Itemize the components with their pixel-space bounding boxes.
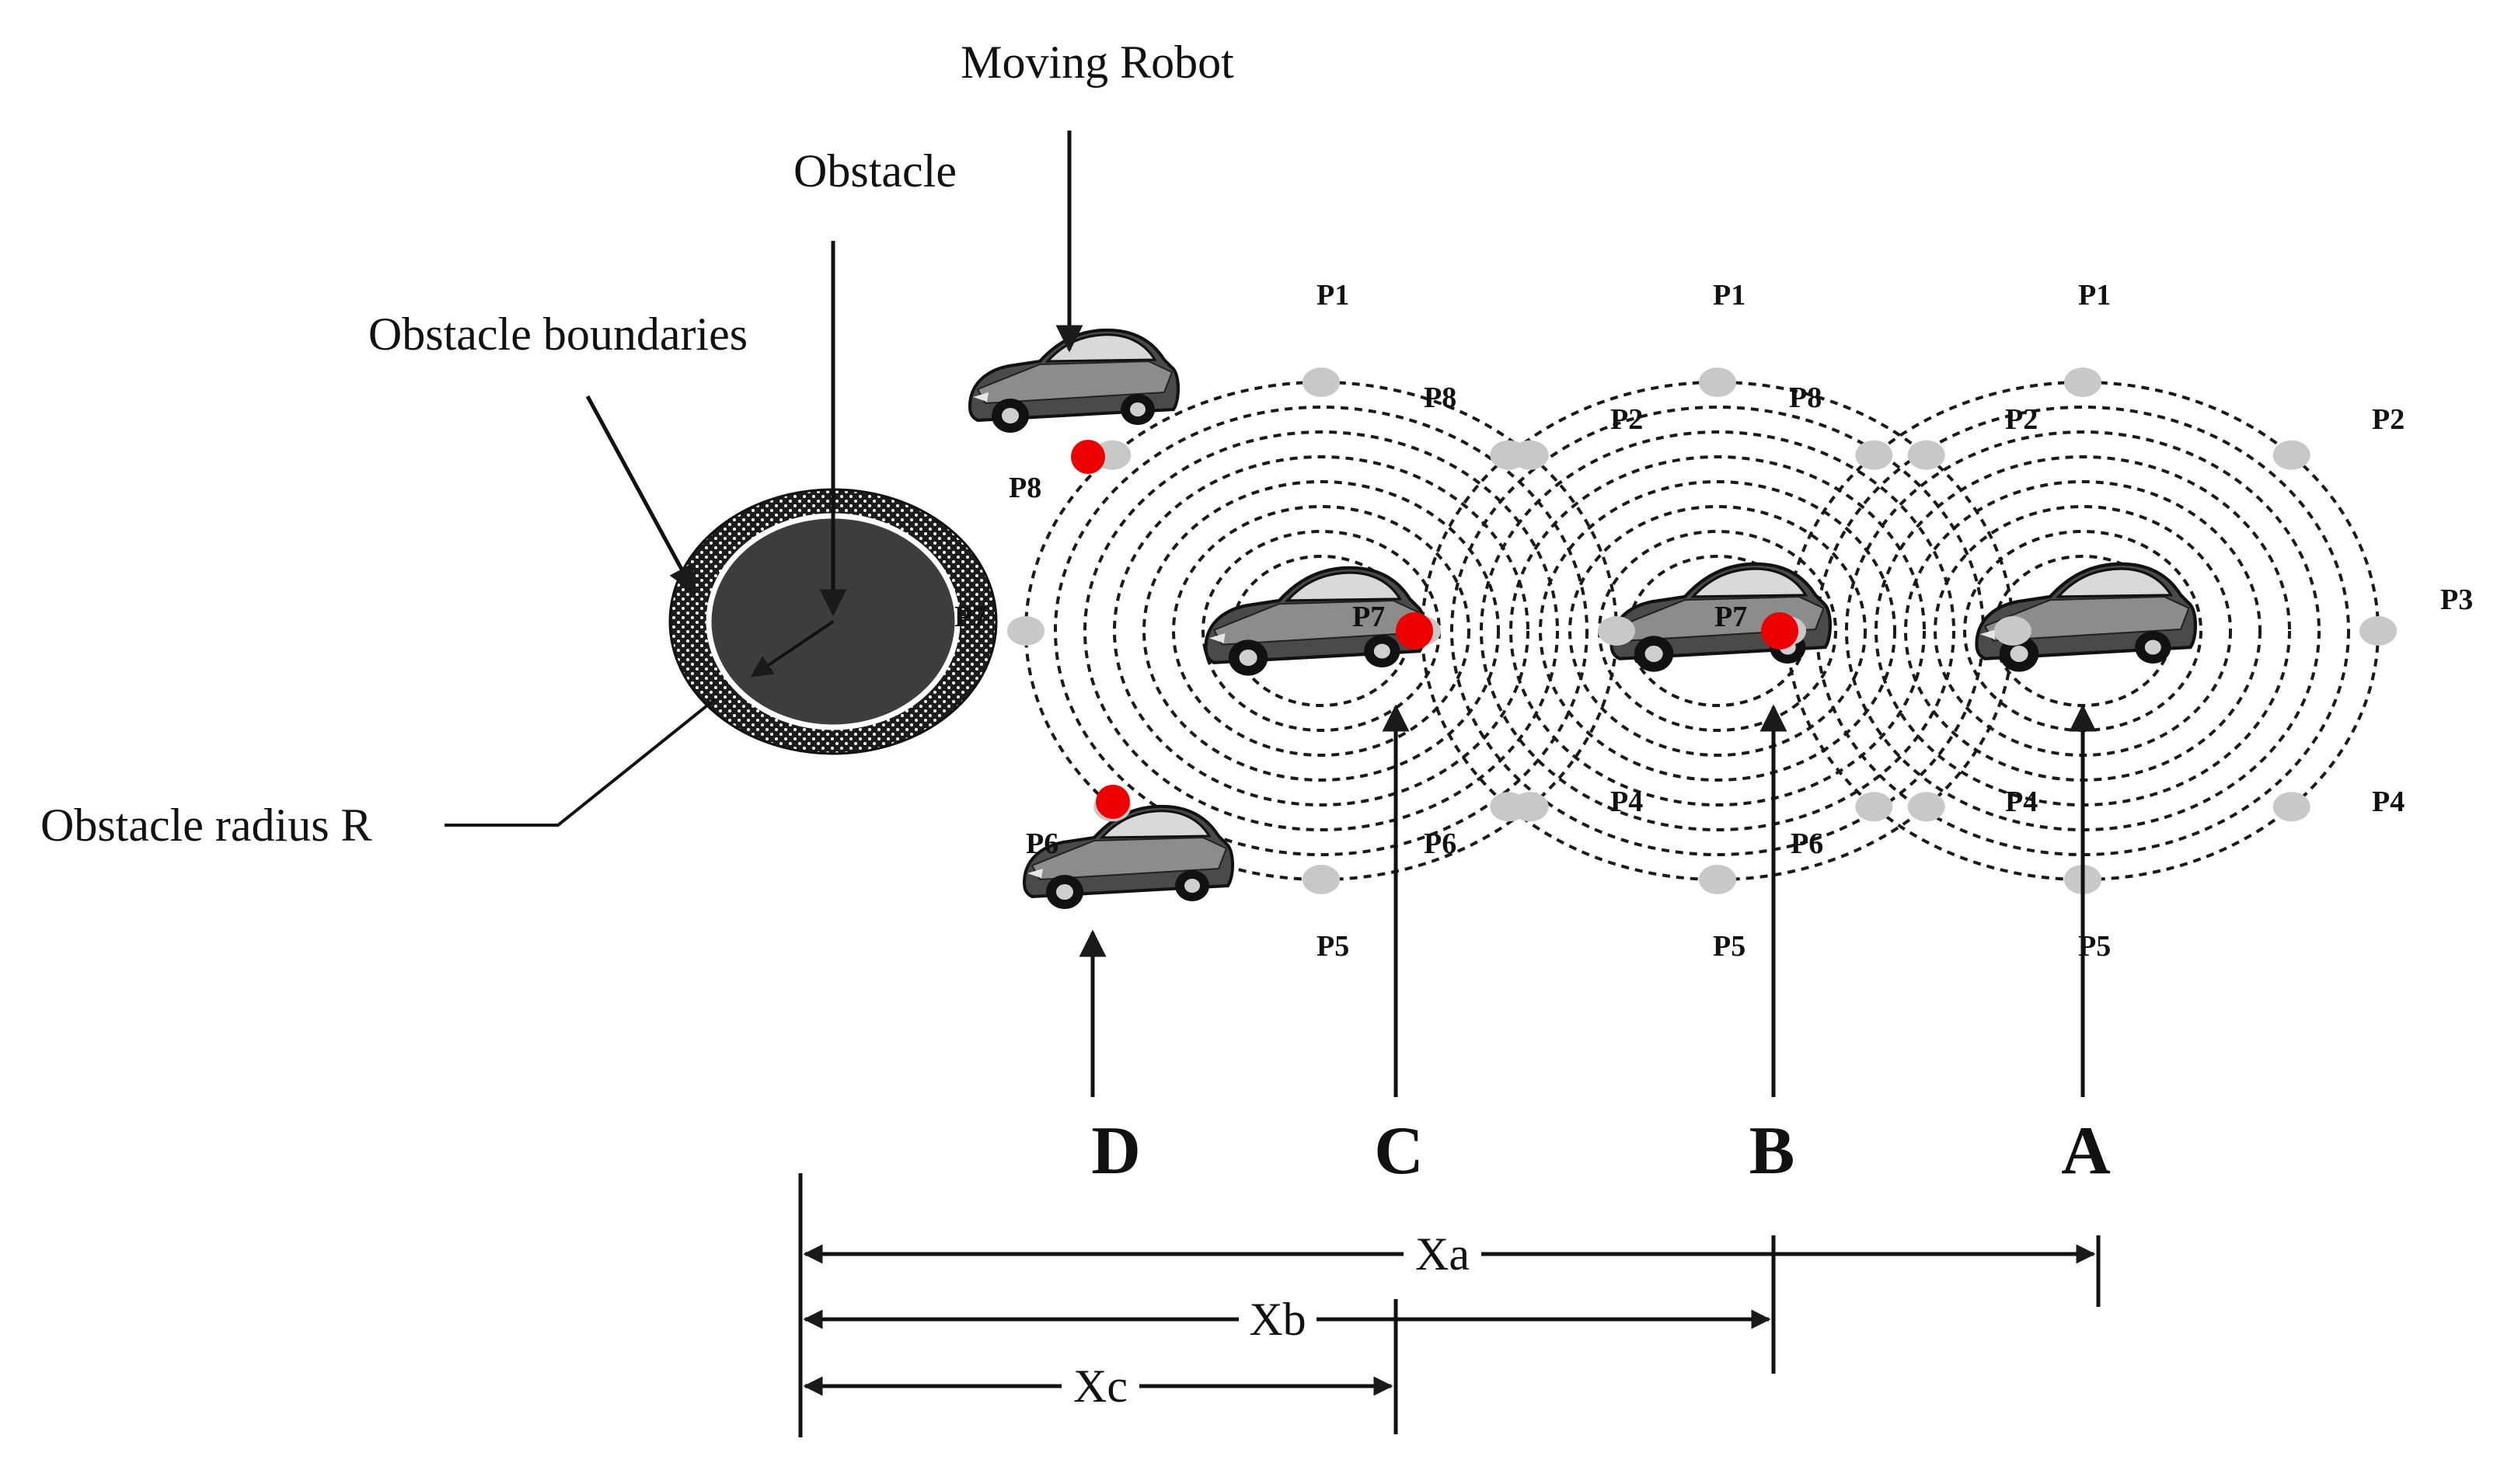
- callouts: Moving Robot Obstacle Obstacle boundarie…: [40, 37, 1234, 851]
- arrow-obstacle-boundaries: [585, 395, 696, 594]
- sensor-point-b-p2: [1907, 440, 1945, 470]
- label-p2-b: P2: [2005, 403, 2038, 436]
- sensor-ring-c-4: [1113, 455, 1529, 806]
- label-position-b: B: [1749, 1113, 1795, 1189]
- sensor-point-a-p6: [1855, 792, 1893, 822]
- label-p4-c: P4: [1610, 786, 1643, 818]
- label-p5-c: P5: [1317, 930, 1349, 963]
- sensor-ring-b-3: [1480, 430, 1955, 831]
- label-p7-b: P7: [1714, 601, 1747, 633]
- sensor-point-b-p3: [1994, 616, 2031, 646]
- sensor-point-c-p7: [1007, 616, 1044, 646]
- label-p8-c: P8: [1424, 381, 1456, 414]
- active-point-d-top: [1071, 440, 1105, 474]
- sensor-ring-b-6: [1568, 505, 1867, 757]
- sensor-ring-c-5: [1142, 480, 1500, 782]
- label-p6-d: P6: [1026, 827, 1058, 860]
- label-xb: Xb: [1249, 1294, 1306, 1345]
- label-xc: Xc: [1073, 1360, 1128, 1412]
- label-p6-c: P6: [1424, 827, 1456, 860]
- sensor-ring-c-2: [1054, 406, 1589, 856]
- label-xa: Xa: [1415, 1228, 1470, 1280]
- point-labels: P1 P1 P1 P8 P8 P8 P2 P2 P2 P3 P7 P7 P7 P…: [954, 279, 2473, 963]
- label-p2-a: P2: [2372, 403, 2405, 436]
- label-p1-c: P1: [1317, 279, 1349, 312]
- obstacle-radius-line: [750, 620, 835, 678]
- sensor-point-a-p1: [2064, 368, 2101, 397]
- label-position-a: A: [2061, 1113, 2111, 1189]
- label-obstacle-boundaries: Obstacle boundaries: [368, 308, 748, 360]
- leader-obstacle-radius: [445, 698, 717, 827]
- label-p4-a: P4: [2372, 786, 2405, 818]
- label-obstacle: Obstacle: [793, 145, 957, 197]
- label-position-c: C: [1374, 1113, 1424, 1189]
- label-p5-b: P5: [1713, 930, 1745, 963]
- sensor-ring-b-5: [1539, 480, 1896, 782]
- sensor-point-c-p3: [1598, 616, 1635, 646]
- sensor-ring-b-4: [1509, 455, 1926, 806]
- sensor-point-a-p4: [2272, 792, 2310, 822]
- sensor-point-c-p1: [1303, 368, 1340, 397]
- active-point-c: [1396, 612, 1433, 650]
- label-p2-c: P2: [1610, 403, 1643, 436]
- sensor-point-b-p4: [1907, 792, 1945, 822]
- sensor-point-a-p8: [1855, 440, 1893, 470]
- label-p3-a: P3: [2440, 583, 2473, 616]
- label-obstacle-radius: Obstacle radius R: [40, 799, 372, 851]
- active-point-b: [1761, 612, 1798, 650]
- label-p8-b: P8: [1789, 381, 1822, 414]
- sensor-ring-c-3: [1083, 430, 1559, 831]
- label-p7-d: P7: [954, 601, 987, 633]
- label-p6-b: P6: [1791, 827, 1823, 860]
- position-arrows: D C B A: [1079, 704, 2111, 1189]
- label-p1-a: P1: [2078, 279, 2111, 312]
- sensor-point-b-p5: [1699, 865, 1736, 894]
- sensor-ring-c-6: [1172, 505, 1470, 757]
- robot-car-c: [1206, 568, 1425, 676]
- sensor-point-a-p3: [2359, 616, 2397, 646]
- sensor-point-a-p2: [2272, 440, 2310, 470]
- obstacle: [668, 488, 998, 755]
- robot-car-top: [968, 328, 1180, 434]
- label-p1-b: P1: [1713, 279, 1745, 312]
- label-moving-robot: Moving Robot: [961, 37, 1234, 88]
- label-p8-d: P8: [1009, 472, 1041, 504]
- active-point-d-bottom: [1096, 785, 1130, 819]
- sensor-point-b-p6: [1490, 792, 1528, 822]
- sensor-point-c-p5: [1303, 865, 1340, 894]
- sensor-point-b-p1: [1699, 368, 1736, 397]
- sensor-point-b-p8: [1490, 440, 1528, 470]
- distance-dimensions: Xa Xb Xc: [798, 1173, 2101, 1437]
- label-position-d: D: [1091, 1113, 1141, 1189]
- label-p7-c: P7: [1352, 601, 1385, 633]
- label-p4-b: P4: [2005, 786, 2038, 818]
